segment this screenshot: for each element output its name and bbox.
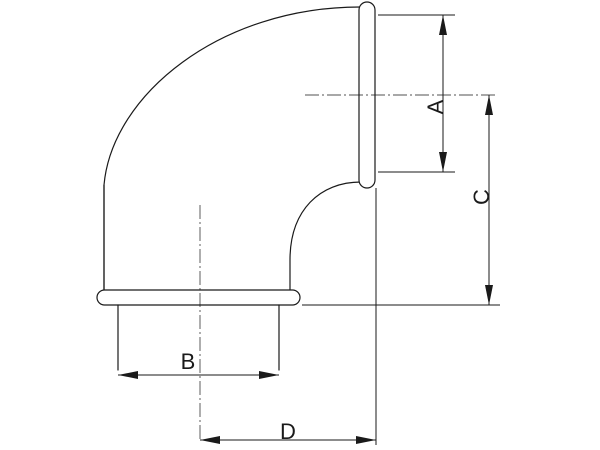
label-d: D [280, 419, 296, 444]
arrow-c-top [485, 95, 493, 115]
outer-bend-curve [103, 6, 361, 293]
arrow-b-right [259, 371, 279, 379]
centerlines [199, 94, 498, 440]
arrow-d-right [356, 436, 376, 444]
extension-lines [302, 14, 500, 445]
dimension-b: B [118, 349, 279, 379]
elbow-body [103, 6, 362, 293]
arrow-d-left [200, 436, 220, 444]
arrow-b-left [118, 371, 138, 379]
label-a: A [423, 99, 448, 114]
bottom-socket [96, 289, 301, 371]
arrow-c-bottom [485, 285, 493, 305]
label-b: B [181, 349, 196, 374]
arrow-a-top [439, 15, 447, 35]
inner-bend-curve [289, 181, 362, 293]
dimension-c: C [469, 95, 494, 305]
bottom-socket-rim [96, 289, 301, 306]
label-c: C [469, 189, 494, 205]
dimension-d: D [200, 419, 376, 444]
arrow-a-bottom [439, 152, 447, 172]
dimension-a: A [423, 15, 448, 172]
